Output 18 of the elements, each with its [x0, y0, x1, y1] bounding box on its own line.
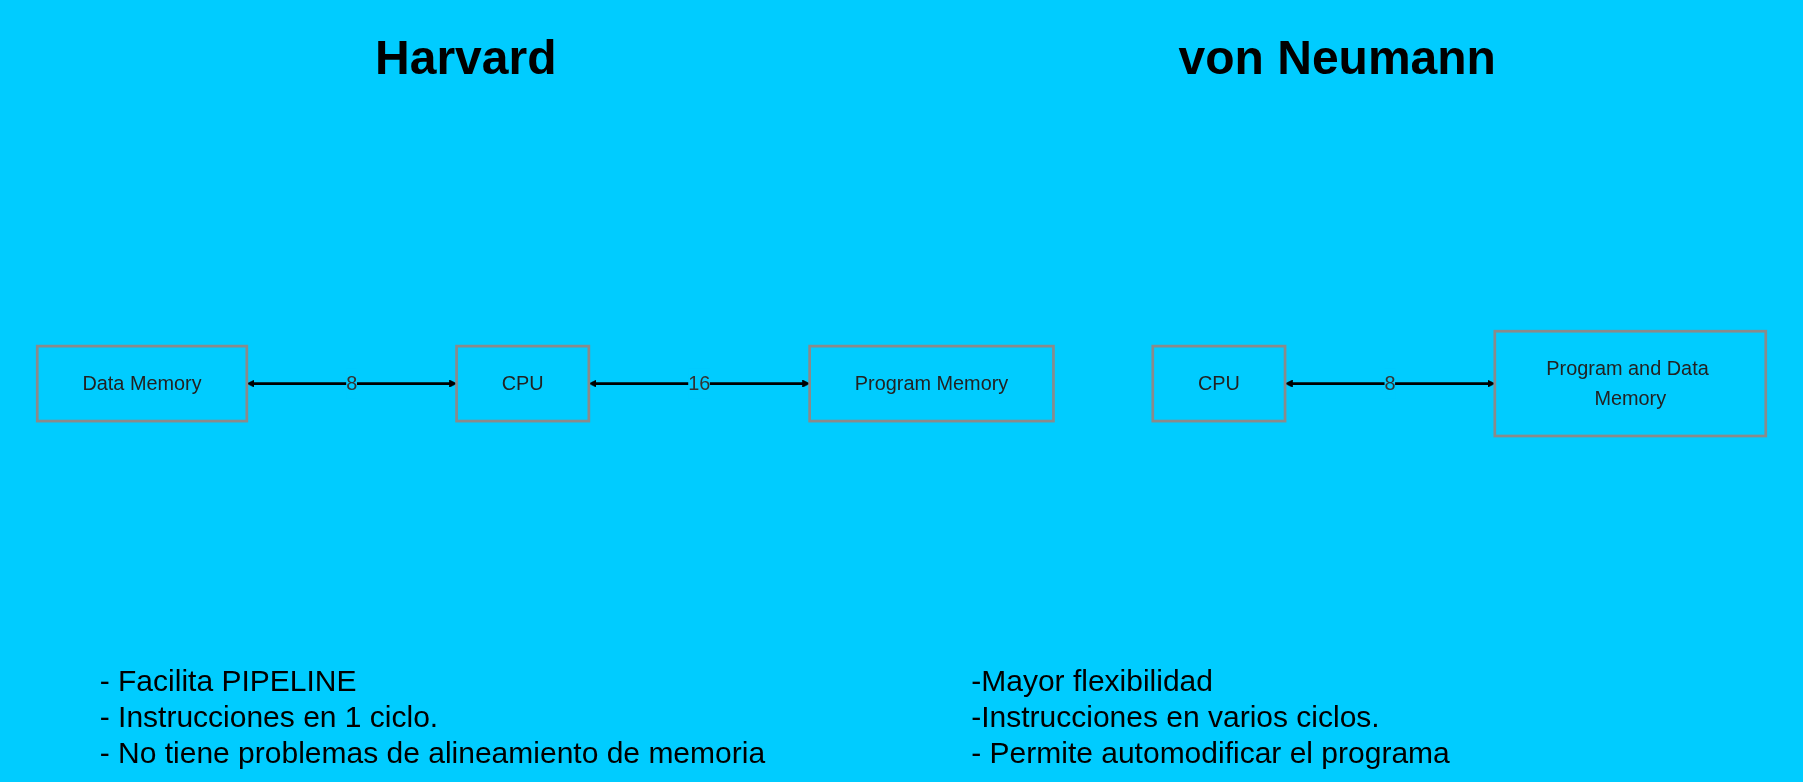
note-text: - Facilita PIPELINE — [99, 664, 358, 698]
node-box: CPU — [1151, 344, 1287, 423]
note-text: -Mayor flexibilidad — [971, 664, 1214, 698]
section-heading: von Neumann — [1177, 30, 1497, 85]
arrow — [588, 379, 810, 388]
section-heading: Harvard — [374, 30, 558, 85]
note-text: - Permite automodificar el programa — [971, 736, 1451, 770]
note-text: -Instrucciones en varios ciclos. — [971, 700, 1381, 734]
note-text: - No tiene problemas de alineamiento de memoria — [99, 736, 767, 770]
note-text: - Instrucciones en 1 ciclo. — [99, 700, 440, 734]
node-box: Program Memory — [808, 344, 1055, 423]
node-box: Data Memory — [35, 344, 249, 423]
edge-label: 8 — [1384, 372, 1396, 395]
arrow — [246, 379, 457, 388]
edge-label: 8 — [346, 372, 358, 395]
edge-label: 16 — [688, 372, 711, 395]
node-box: CPU — [455, 344, 591, 423]
node-box: Program and Data Memory — [1493, 329, 1768, 438]
